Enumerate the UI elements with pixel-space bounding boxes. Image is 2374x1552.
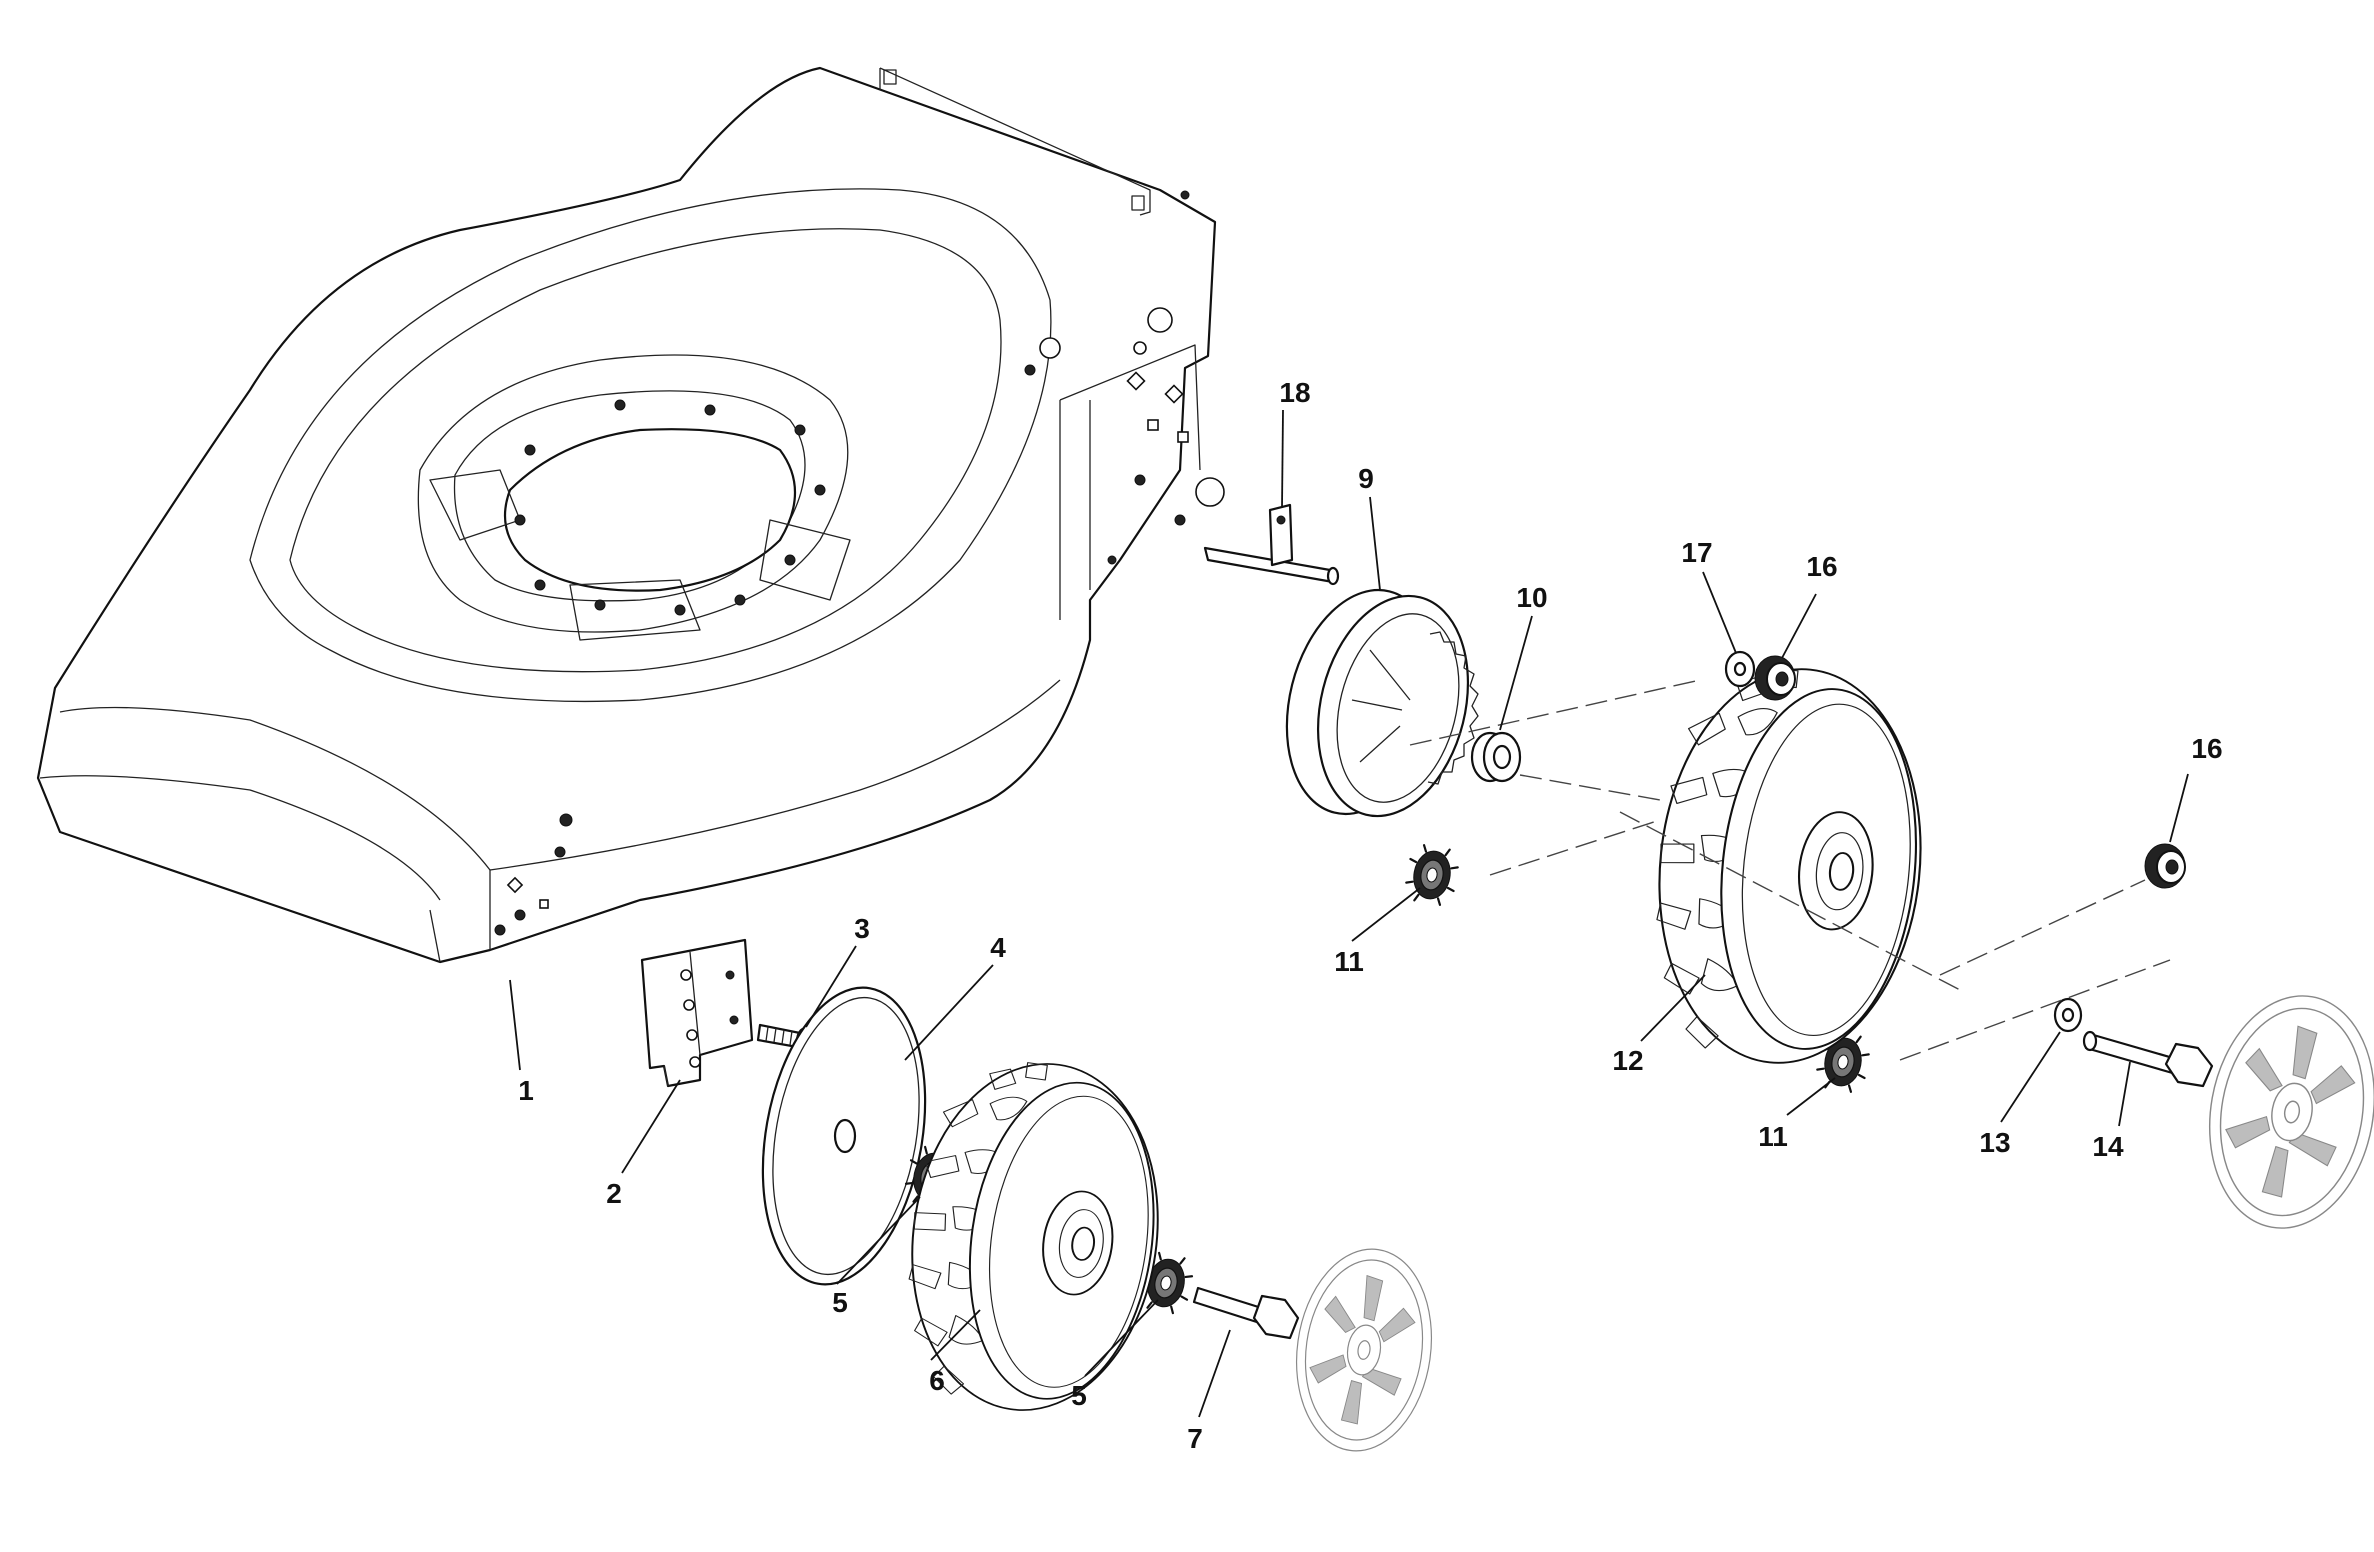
callout-16-upper: 16 xyxy=(1806,551,1837,582)
callout-11-upper: 11 xyxy=(1334,946,1364,977)
callout-2: 2 xyxy=(606,1178,622,1209)
rear-axle-rod xyxy=(1203,503,1340,586)
nut-16-upper xyxy=(1754,655,1796,701)
callout-5-right: 5 xyxy=(1071,1380,1087,1411)
callout-18: 18 xyxy=(1279,377,1310,408)
callout-9: 9 xyxy=(1358,463,1374,494)
drive-ring xyxy=(1285,588,1479,818)
callout-10: 10 xyxy=(1516,582,1547,613)
nut-16-lower xyxy=(2144,843,2186,889)
mower-deck xyxy=(36,66,1225,964)
callout-11-lower: 11 xyxy=(1758,1121,1788,1152)
rear-wheel xyxy=(1638,654,1941,1077)
assembly-lines xyxy=(1409,679,2171,1061)
callout-16-lower: 16 xyxy=(2191,733,2222,764)
callout-labels: 1 2 3 4 5 5 6 7 9 10 11 11 12 13 14 16 1… xyxy=(518,377,2222,1454)
washer-13 xyxy=(2053,997,2083,1033)
disc-plate xyxy=(761,986,927,1286)
small-gear-rear-1 xyxy=(1402,842,1462,908)
callout-4: 4 xyxy=(990,932,1006,963)
callout-17: 17 xyxy=(1681,537,1712,568)
front-hubcap xyxy=(1283,1239,1445,1461)
callout-7: 7 xyxy=(1187,1423,1203,1454)
callout-5-left: 5 xyxy=(832,1287,848,1318)
height-adjust-bracket xyxy=(640,938,754,1088)
washer-17 xyxy=(1724,650,1756,688)
callout-3: 3 xyxy=(854,913,870,944)
callout-12: 12 xyxy=(1612,1045,1643,1076)
rear-hubcap xyxy=(2191,981,2374,1243)
rear-bolt xyxy=(2082,1030,2214,1088)
callout-13: 13 xyxy=(1979,1127,2010,1158)
callout-1: 1 xyxy=(518,1075,534,1106)
front-bolt xyxy=(1192,1286,1300,1340)
callout-14: 14 xyxy=(2092,1131,2124,1162)
bushing xyxy=(1470,731,1522,783)
leader-lines xyxy=(509,409,2189,1418)
callout-6: 6 xyxy=(929,1365,945,1396)
